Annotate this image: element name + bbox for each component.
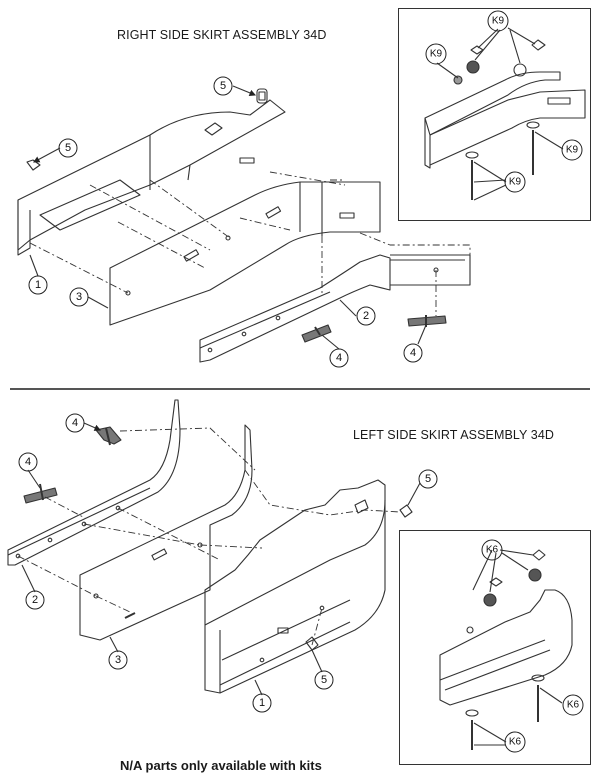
callout-top-5a: 5 xyxy=(220,80,226,92)
bottom-kit-circles xyxy=(481,539,584,753)
callout-top-5b: 5 xyxy=(65,142,71,154)
top-alignment-lines xyxy=(29,171,471,316)
top-leaders xyxy=(29,27,564,350)
bottom-kit-inset xyxy=(399,530,591,765)
top-inset-drawing xyxy=(424,39,586,200)
top-callout-circles xyxy=(28,76,423,368)
kit-label-bottom-b: K6 xyxy=(567,700,580,711)
part-2-trim-rail-bottom xyxy=(7,399,181,566)
part-4-plates-bottom xyxy=(23,426,122,504)
bottom-leaders xyxy=(21,422,563,746)
kit-label-top-a: K9 xyxy=(492,16,505,27)
bottom-callout-circles xyxy=(18,413,438,713)
callout-top-3: 3 xyxy=(76,291,82,303)
part-3-front-skirt-bottom xyxy=(79,424,253,641)
part-5-clips-bottom xyxy=(305,504,413,651)
kit-label-bottom-a: K6 xyxy=(486,545,499,556)
callout-bottom-5b: 5 xyxy=(321,674,327,686)
right-side-title: RIGHT SIDE SKIRT ASSEMBLY 34D xyxy=(117,28,327,42)
callout-top-1: 1 xyxy=(35,279,41,291)
callout-bottom-3: 3 xyxy=(115,654,121,666)
kit-label-top-d: K9 xyxy=(509,177,522,188)
callout-top-2: 2 xyxy=(363,310,369,322)
callout-bottom-2: 2 xyxy=(32,594,38,606)
part-5-clips-top xyxy=(26,88,268,171)
part-1-back-skirt-bottom xyxy=(204,479,386,694)
part-1-back-skirt xyxy=(17,99,286,256)
left-side-title: LEFT SIDE SKIRT ASSEMBLY 34D xyxy=(353,428,555,442)
bottom-alignment-lines xyxy=(17,427,401,646)
callout-bottom-1: 1 xyxy=(259,697,265,709)
part-3-front-skirt xyxy=(109,181,381,326)
top-kit-circles xyxy=(425,10,583,193)
top-kit-inset xyxy=(398,8,591,221)
callout-top-4b: 4 xyxy=(410,347,416,359)
callout-bottom-5a: 5 xyxy=(425,473,431,485)
callout-bottom-4b: 4 xyxy=(25,456,31,468)
kit-label-bottom-c: K6 xyxy=(509,737,522,748)
kit-label-top-c: K9 xyxy=(566,145,579,156)
section-divider xyxy=(10,388,590,390)
callout-bottom-4a: 4 xyxy=(72,417,78,429)
part-4-plates-top xyxy=(301,315,447,343)
footer-note: N/A parts only available with kits xyxy=(120,758,322,773)
kit-label-top-b: K9 xyxy=(430,49,443,60)
bottom-inset-drawing xyxy=(439,549,573,750)
callout-top-4a: 4 xyxy=(336,352,342,364)
